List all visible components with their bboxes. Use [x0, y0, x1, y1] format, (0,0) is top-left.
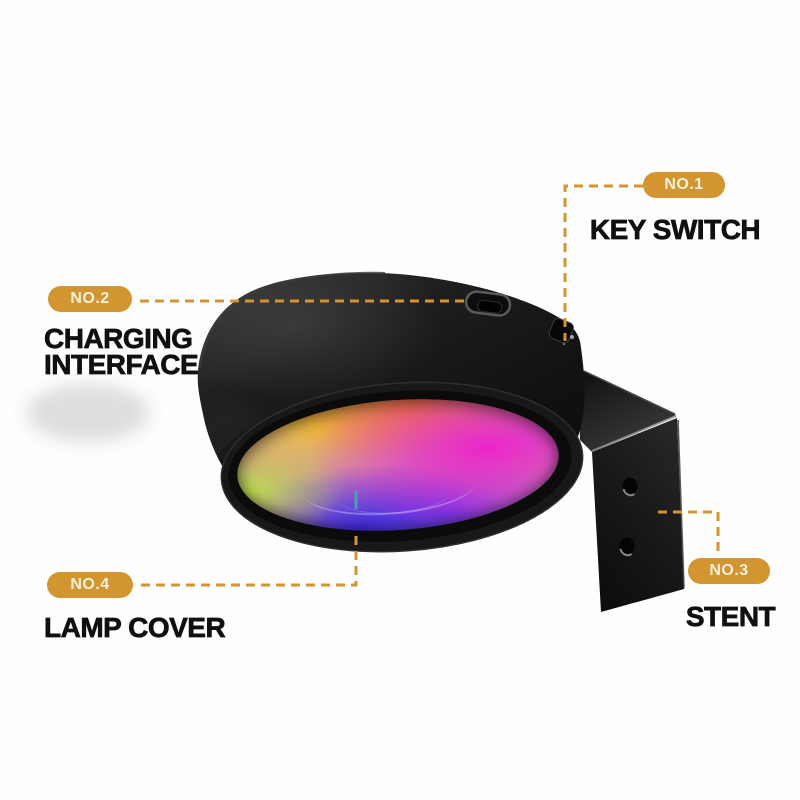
callout-line-lamp-cover — [141, 530, 358, 587]
callout-line-stent — [658, 510, 720, 554]
screw-hole-bottom — [619, 537, 635, 557]
key-switch — [548, 317, 574, 346]
lamp-cover — [232, 388, 564, 542]
label-charging-interface: CHARGING INTERFACE — [44, 323, 199, 380]
label-key-switch: KEY SWITCH — [589, 214, 761, 245]
badge-no1: NO.1 — [643, 172, 725, 198]
screw-hole-top — [622, 477, 638, 497]
callout-line-key-switch — [563, 184, 643, 341]
label-stent: STENT — [685, 601, 776, 632]
mounting-bracket — [578, 368, 685, 612]
badge-no4: NO.4 — [47, 572, 133, 598]
bracket-arm — [578, 368, 676, 452]
soft-shadow — [26, 384, 150, 442]
badge-no3: NO.3 — [688, 558, 770, 584]
label-lamp-cover: LAMP COVER — [44, 612, 226, 643]
bracket-plate — [592, 418, 684, 612]
badge-no2: NO.2 — [48, 286, 132, 312]
charging-port — [464, 290, 512, 317]
